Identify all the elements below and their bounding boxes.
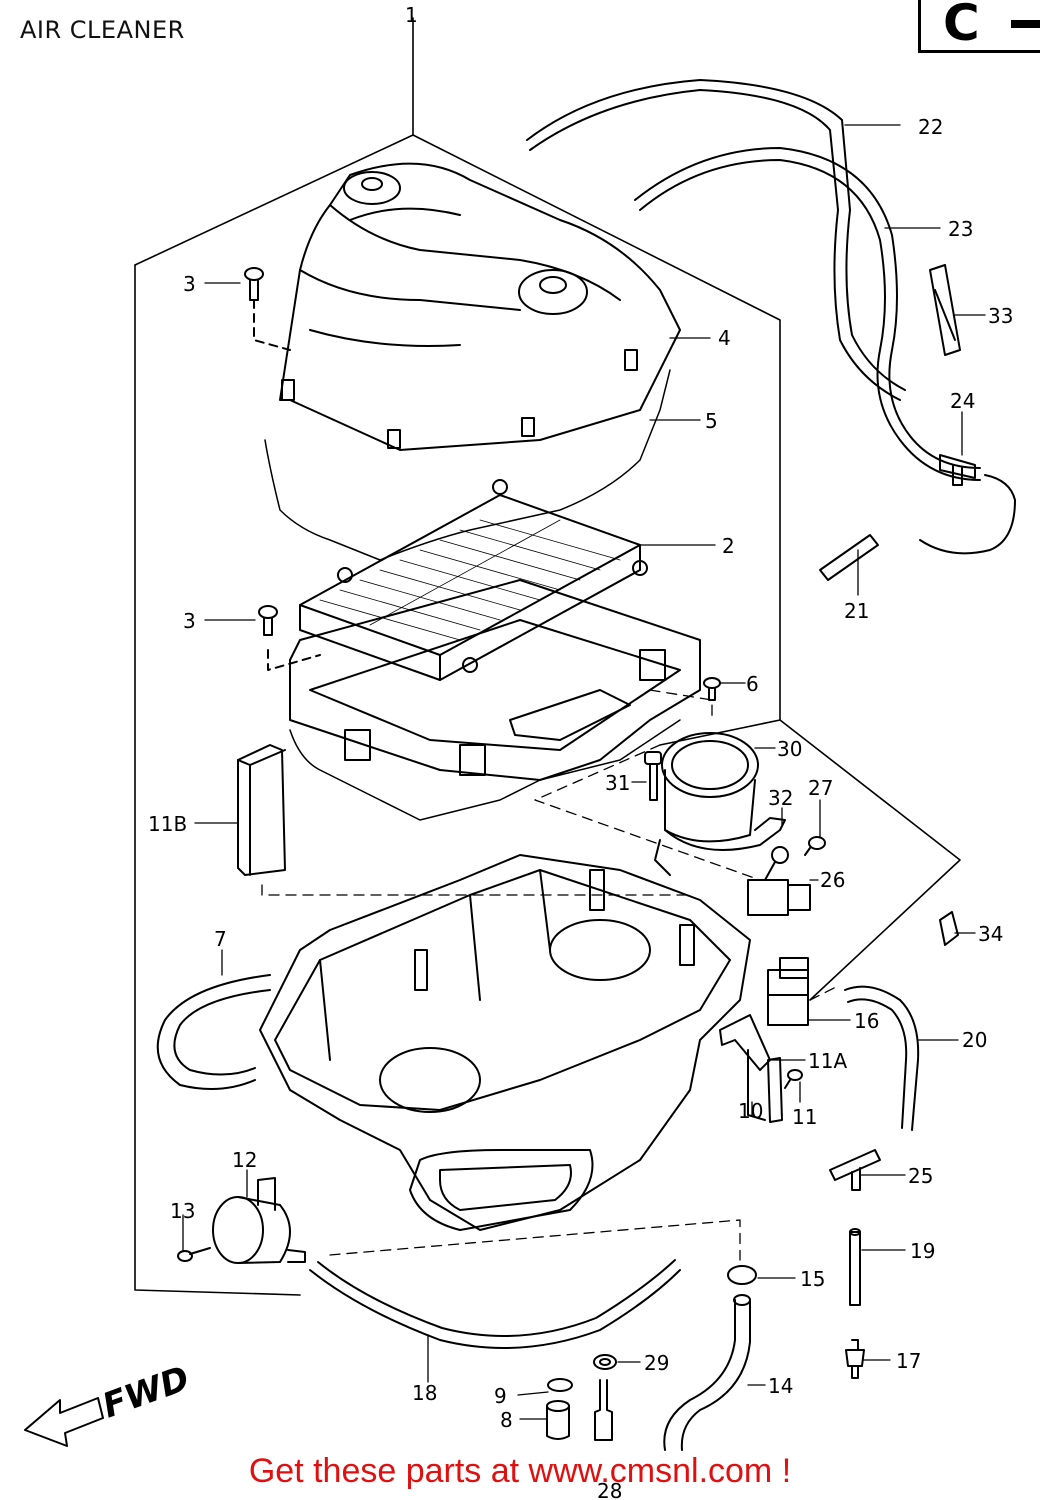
callout-10: 10: [738, 1099, 763, 1123]
sensor-26: [747, 846, 811, 916]
drain-tube-7: [156, 974, 271, 1090]
screw-27: [804, 836, 826, 856]
callout-1: 1: [405, 3, 418, 27]
callout-29: 29: [644, 1351, 669, 1375]
screw-3-middle: [258, 605, 321, 671]
assembly-dash-lines: [261, 689, 841, 1261]
callout-28: 28: [597, 1479, 622, 1500]
callout-27: 27: [808, 776, 833, 800]
t-joint-24: [919, 454, 1016, 555]
callout-17: 17: [896, 1349, 921, 1373]
callout-11B: 11B: [148, 812, 187, 836]
valve-16: [767, 957, 809, 1026]
callout-4: 4: [718, 326, 731, 350]
leader-lines: [182, 124, 986, 1420]
cover-gasket: [264, 369, 671, 561]
pipe-19: [849, 1228, 861, 1306]
callout-7: 7: [214, 927, 227, 951]
fwd-arrow: [24, 1397, 104, 1447]
hose-20: [844, 985, 920, 1131]
callout-9: 9: [494, 1384, 507, 1408]
clamp-band: [654, 817, 786, 876]
callout-34: 34: [978, 922, 1003, 946]
callout-labels: 1 22 23 33 24 3 4 5 2 21 3 6 30 31 27 32…: [148, 3, 1013, 1500]
callout-11: 11: [792, 1105, 817, 1129]
pipe-25: [829, 1149, 881, 1191]
callout-21: 21: [844, 599, 869, 623]
callout-11A: 11A: [808, 1049, 847, 1073]
air-cleaner-case: [259, 854, 751, 1231]
hose-22: [526, 79, 906, 401]
clip-9: [547, 1378, 573, 1392]
callout-31: 31: [605, 771, 630, 795]
air-filter-element: [299, 479, 648, 681]
hose-23: [634, 147, 981, 481]
callout-30: 30: [777, 737, 802, 761]
callout-3-top: 3: [183, 272, 196, 296]
breather-chamber-12: [212, 1177, 306, 1264]
callout-2: 2: [722, 534, 735, 558]
hose-18: [309, 1259, 681, 1349]
callout-15: 15: [800, 1267, 825, 1291]
callout-13: 13: [170, 1199, 195, 1223]
callout-23: 23: [948, 217, 973, 241]
footer-link[interactable]: Get these parts at www.cmsnl.com !: [248, 1452, 792, 1490]
washer-29: [593, 1354, 617, 1370]
bracket-10: [719, 1014, 771, 1121]
callout-20: 20: [962, 1028, 987, 1052]
callout-33: 33: [988, 304, 1013, 328]
callout-32: 32: [768, 786, 793, 810]
filter-frame: [289, 579, 701, 781]
callout-26: 26: [820, 868, 845, 892]
callout-5: 5: [705, 409, 718, 433]
sleeve-21: [819, 534, 879, 581]
callout-8: 8: [500, 1408, 513, 1432]
air-cleaner-cover: [279, 162, 681, 451]
clamp-15: [727, 1265, 757, 1285]
fwd-label: FWD: [97, 1358, 194, 1426]
screw-11: [784, 1069, 803, 1089]
callout-6: 6: [746, 672, 759, 696]
callout-25: 25: [908, 1164, 933, 1188]
section-code-box: C: [918, 0, 1040, 53]
callout-12: 12: [232, 1148, 257, 1172]
seal-strip: [237, 744, 286, 876]
frame-gasket: [289, 719, 681, 821]
callout-24: 24: [950, 389, 975, 413]
callout-18: 18: [412, 1381, 437, 1405]
bracket-33: [929, 264, 961, 356]
hose-14: [663, 1294, 751, 1451]
diagram-title: AIR CLEANER: [20, 16, 185, 44]
callout-14: 14: [768, 1374, 793, 1398]
bracket-11A: [767, 1057, 783, 1123]
section-dash: [1011, 20, 1040, 28]
drain-fitting-28: [594, 1379, 613, 1441]
fitting-17: [845, 1339, 865, 1379]
bolt-31: [644, 751, 662, 801]
intake-duct: [661, 732, 759, 843]
clip-34: [939, 911, 959, 946]
screw-13: [177, 1247, 211, 1262]
callout-19: 19: [910, 1239, 935, 1263]
callout-16: 16: [854, 1009, 879, 1033]
callout-22: 22: [918, 115, 943, 139]
callout-3-middle: 3: [183, 609, 196, 633]
section-code: C: [943, 0, 980, 52]
screw-6: [703, 677, 721, 701]
assembly-group-outline: [134, 17, 961, 1296]
screw-3-top: [244, 267, 291, 351]
plug-8: [546, 1400, 570, 1440]
